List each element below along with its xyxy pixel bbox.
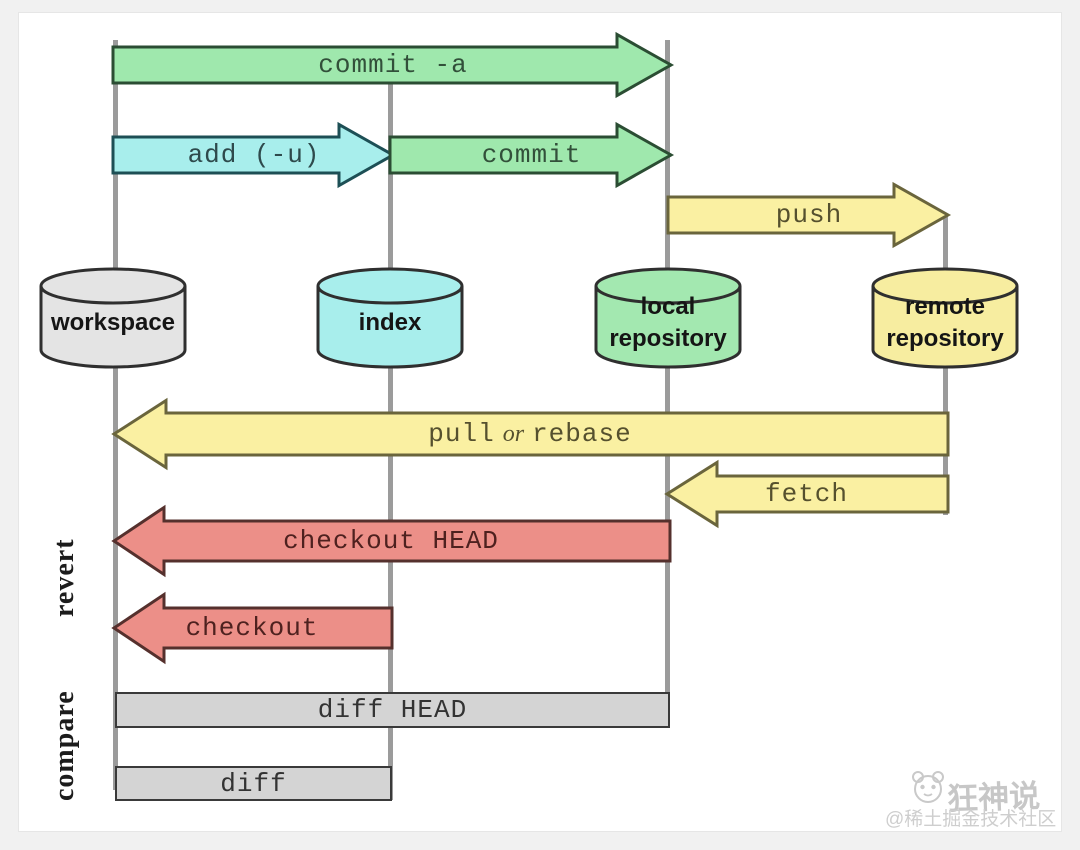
revert-side-label: revert <box>49 538 80 618</box>
local-repository-cylinder-icon <box>594 267 742 369</box>
checkout-head-arrow-icon <box>111 504 672 578</box>
push-arrow-icon <box>666 181 952 249</box>
workspace-cylinder-icon <box>39 267 187 369</box>
index-cylinder-icon <box>316 267 464 369</box>
fetch-arrow-icon <box>664 459 950 529</box>
add-arrow-icon <box>111 121 397 189</box>
pull-arrow-icon <box>111 397 950 471</box>
watermark: 狂神说 @稀土掘金技术社区 <box>885 771 1075 832</box>
diff-head-bar: diff HEAD <box>115 692 670 728</box>
workspace-line <box>113 40 118 790</box>
commit-a-arrow-icon <box>111 31 675 99</box>
diff-bar: diff <box>115 766 392 801</box>
watermark-community-text: @稀土掘金技术社区 <box>885 809 1057 830</box>
local-repo-line <box>665 40 670 728</box>
panda-logo-icon <box>912 771 944 803</box>
checkout-arrow-icon <box>111 591 394 665</box>
commit-arrow-icon <box>388 121 675 189</box>
compare-side-label: compare <box>49 690 80 801</box>
remote-repository-cylinder-icon <box>871 267 1019 369</box>
